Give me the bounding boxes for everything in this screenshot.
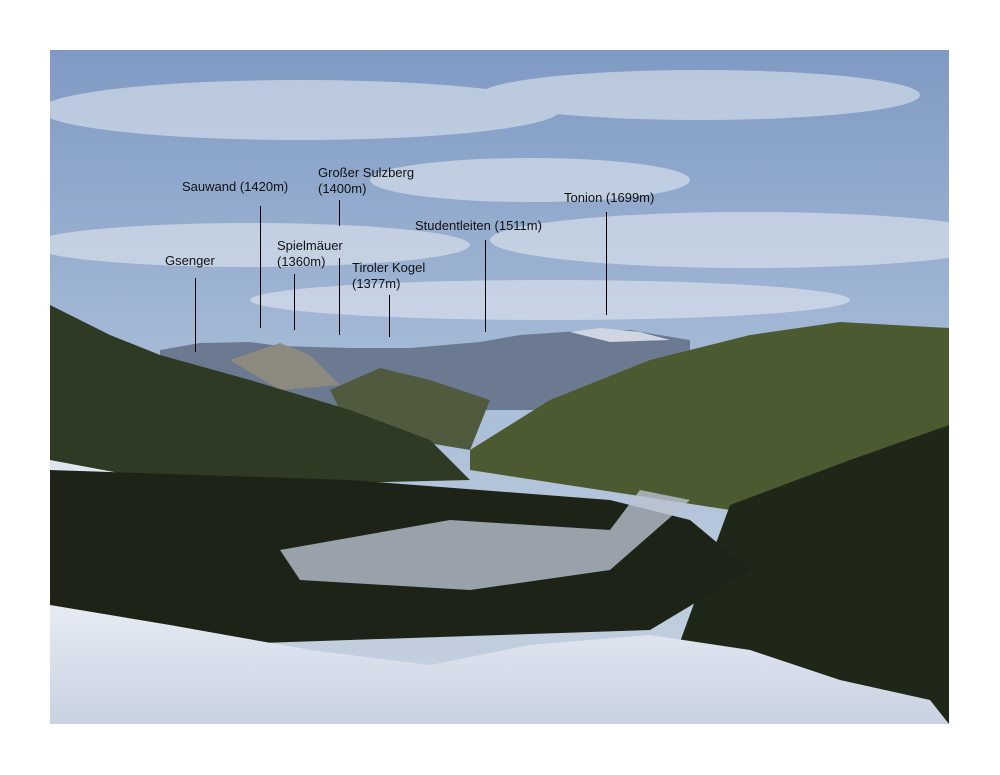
clouds bbox=[50, 70, 949, 320]
pointer-line-grosser-sulzberg bbox=[339, 258, 340, 335]
pointer-line-tiroler-kogel bbox=[389, 295, 390, 337]
pointer-line-spielmaeuer bbox=[294, 274, 295, 330]
foreground-snow bbox=[50, 605, 949, 724]
right-forest-slope bbox=[470, 322, 949, 510]
label-name: Spielmäuer bbox=[277, 238, 343, 253]
label-height: (1400m) bbox=[318, 181, 367, 196]
label-spielmaeuer: Spielmäuer (1360m) bbox=[277, 238, 343, 270]
label-tonion: Tonion (1699m) bbox=[564, 190, 655, 205]
sauwand-cliff bbox=[230, 343, 340, 390]
label-gsenger: Gsenger bbox=[165, 253, 215, 268]
pointer-line-sauwand bbox=[260, 206, 261, 328]
label-grosser-sulzberg: Großer Sulzberg (1400m) bbox=[318, 165, 414, 197]
pointer-line-gsenger bbox=[195, 278, 196, 352]
pointer-line-studentleiten bbox=[485, 240, 486, 332]
landscape-scene bbox=[50, 50, 949, 724]
label-sauwand: Sauwand (1420m) bbox=[182, 179, 289, 194]
label-height: (1360m) bbox=[277, 254, 326, 269]
valley-snow bbox=[280, 490, 690, 590]
label-studentleiten: Studentleiten (1511m) bbox=[415, 218, 542, 233]
label-name: Großer Sulzberg bbox=[318, 165, 415, 180]
tonion-snow bbox=[570, 328, 670, 342]
label-height: (1377m) bbox=[352, 276, 401, 291]
pointer-line-grosser-sulzberg-top bbox=[339, 200, 340, 226]
mountain-panorama-photo bbox=[50, 50, 949, 724]
label-name: Tiroler Kogel bbox=[352, 260, 426, 275]
pointer-line-tonion bbox=[606, 212, 607, 315]
label-tiroler-kogel: Tiroler Kogel (1377m) bbox=[352, 260, 425, 292]
left-forest-slope bbox=[50, 305, 470, 490]
